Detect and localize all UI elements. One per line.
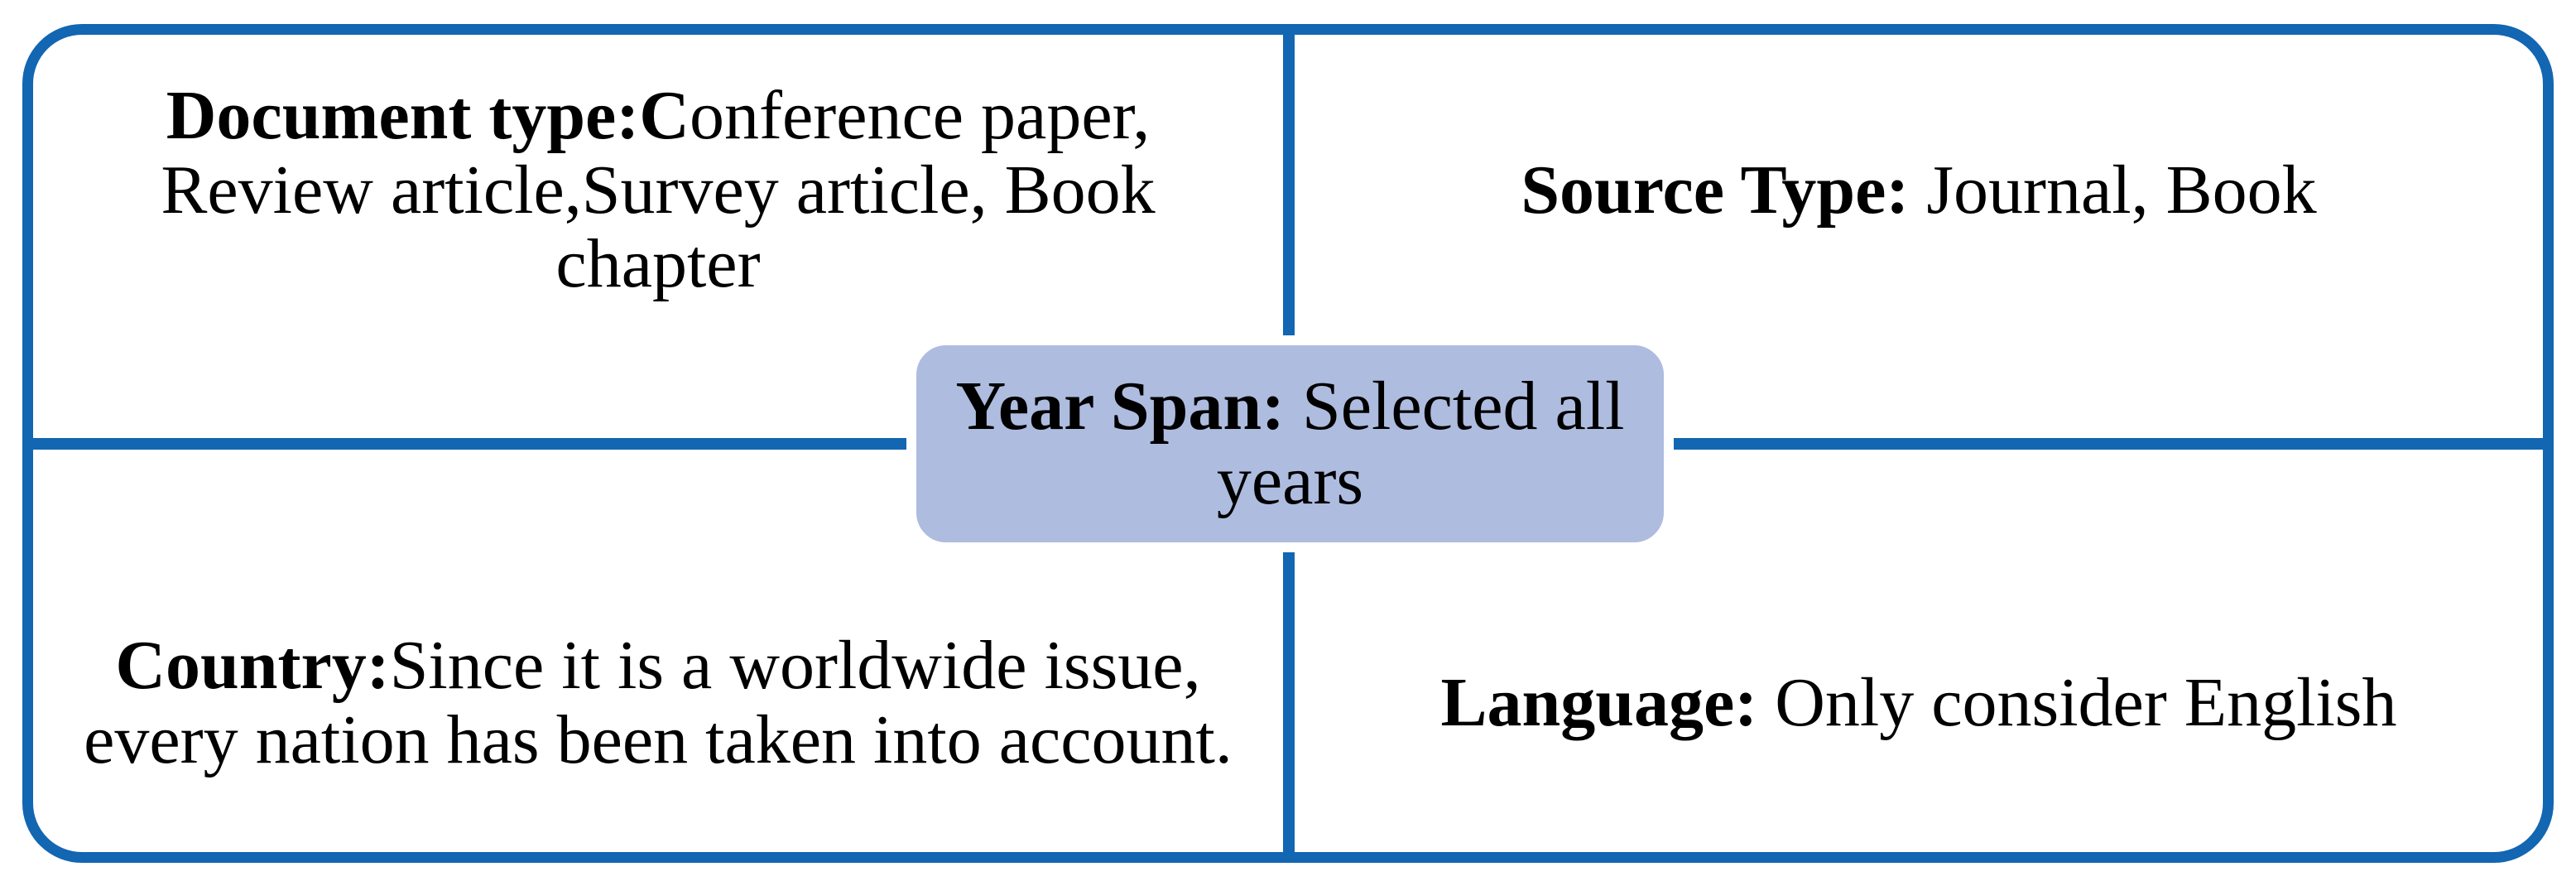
quadrant-source-type: Source Type: Journal, Book: [1295, 36, 2543, 344]
quadrant-document-type: Document type:Conference paper, Review a…: [33, 36, 1283, 344]
language-label: Language:: [1440, 663, 1758, 741]
country-text: Country:Since it is a worldwide issue, e…: [84, 628, 1233, 778]
outer-frame: [22, 24, 2554, 863]
language-text: Language: Only consider English: [1440, 663, 2397, 741]
source-type-text: Source Type: Journal, Book: [1521, 151, 2317, 229]
document-type-value: onference paper, Review article,Survey a…: [161, 76, 1156, 303]
country-value: Since it is a worldwide issue, every nat…: [84, 626, 1233, 778]
year-span-box: Year Span: Selected all years: [906, 335, 1674, 552]
language-value: Only consider English: [1757, 663, 2397, 741]
year-span-label: Year Span:: [955, 368, 1286, 445]
document-type-label: Document type:C: [166, 76, 690, 154]
year-span-text: Year Span: Selected all years: [955, 369, 1624, 518]
year-span-value: Selected all years: [1216, 368, 1625, 519]
country-label: Country:: [115, 626, 390, 704]
quadrant-language: Language: Only consider English: [1295, 552, 2543, 853]
source-type-value: Journal, Book: [1909, 151, 2317, 229]
quadrant-country: Country:Since it is a worldwide issue, e…: [33, 552, 1283, 853]
source-type-label: Source Type:: [1521, 151, 1910, 229]
document-type-text: Document type:Conference paper, Review a…: [161, 76, 1156, 303]
